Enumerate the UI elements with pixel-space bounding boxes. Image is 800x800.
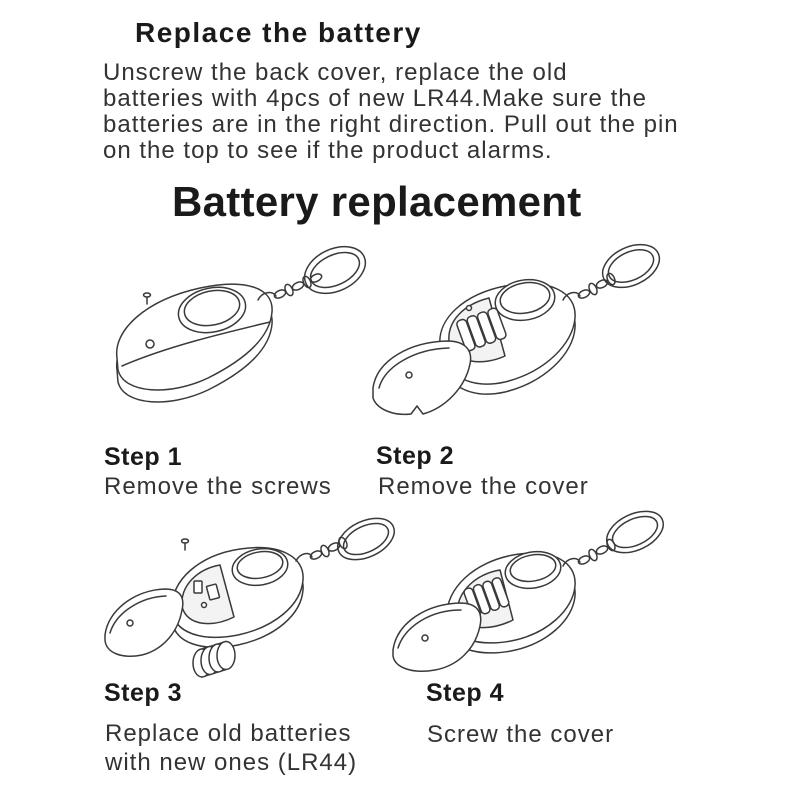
step-4-illustration [385,510,675,682]
intro-paragraph: Unscrew the back cover, replace the old … [103,60,679,164]
step-description: Screw the cover [427,720,614,749]
section-heading: Replace the battery [135,19,422,47]
step-description-line: Remove the cover [378,472,589,501]
step-3: Step 3 Replace old batteries with new on… [104,681,357,777]
key-ring [596,236,666,296]
intro-line: on the top to see if the product alarms. [103,138,679,164]
step-label: Step 4 [426,681,614,706]
key-ring [600,503,670,561]
step-description: Remove the screws [104,472,332,501]
lr44-battery-stack [193,642,235,678]
step-description-line: with new ones (LR44) [105,748,357,777]
step-1: Step 1 Remove the screws [104,445,332,501]
screw-icon [182,539,189,550]
step-description-line: Replace old batteries [105,719,357,748]
step-description-line: Screw the cover [427,720,614,749]
back-cover [393,603,481,671]
step-3-illustration [100,515,400,687]
page-title: Battery replacement [172,181,582,223]
back-cover [373,341,471,414]
step-description: Replace old batteries with new ones (LR4… [105,719,357,777]
intro-line: Unscrew the back cover, replace the old [103,60,679,86]
step-description-line: Remove the screws [104,472,332,501]
screw-hole [467,306,472,311]
key-ring [297,237,373,302]
step-description: Remove the cover [378,472,589,501]
step-1-illustration [108,238,380,410]
pin-hole [146,340,154,348]
intro-line: batteries with 4pcs of new LR44.Make sur… [103,86,679,112]
step-4: Step 4 Screw the cover [426,681,614,749]
step-2-illustration [365,238,675,423]
intro-line: batteries are in the right direction. Pu… [103,112,679,138]
screw-icon [144,293,151,304]
step-label: Step 2 [376,444,589,469]
keychain-links [563,538,617,566]
keychain-links [296,536,349,561]
step-2: Step 2 Remove the cover [376,444,589,501]
step-label: Step 1 [104,445,332,470]
back-cover [105,589,183,656]
step-label: Step 3 [104,681,357,706]
